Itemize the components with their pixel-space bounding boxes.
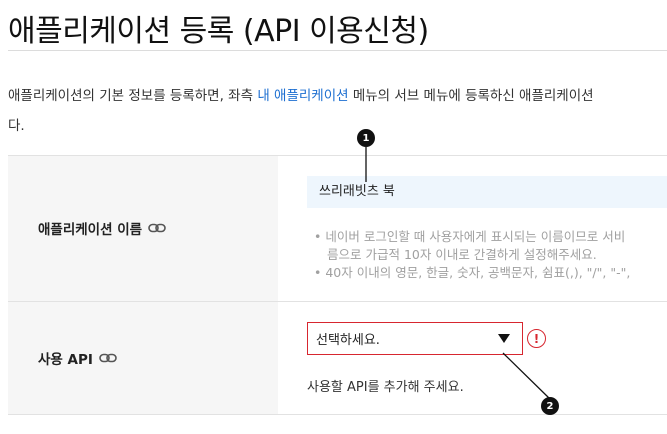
error-icon: ! <box>527 329 546 348</box>
app-name-label-text: 애플리케이션 이름 <box>38 222 143 238</box>
form-bottom-border <box>8 414 667 415</box>
callout-2-leader <box>502 352 551 400</box>
chevron-down-icon <box>498 334 510 343</box>
app-name-input[interactable] <box>307 176 667 208</box>
callout-marker: 1 <box>357 129 375 147</box>
link-icon[interactable] <box>99 352 117 364</box>
api-select-value: 선택하세요. <box>316 333 380 348</box>
description-text: 애플리케이션의 기본 정보를 등록하면, 좌측 <box>8 88 258 104</box>
description-text-2: 메뉴의 서브 메뉴에 등록하신 애플리케이션 <box>348 88 594 104</box>
page-title: 애플리케이션 등록 (API 이용신청) <box>8 14 429 49</box>
title-divider <box>8 50 667 51</box>
api-hint: 사용할 API를 추가해 주세요. <box>307 380 464 395</box>
app-name-label: 애플리케이션 이름 <box>38 218 166 238</box>
api-select[interactable]: 선택하세요. <box>307 322 523 355</box>
app-name-hint: 름으로 가급적 10자 이내로 간결하게 설정해주세요. <box>327 247 597 262</box>
app-name-hint: • 네이버 로그인할 때 사용자에게 표시되는 이름이므로 서비 <box>314 229 626 244</box>
page-description-continued: 다. <box>8 118 25 134</box>
link-icon[interactable] <box>148 222 166 234</box>
api-label: 사용 API <box>38 348 117 368</box>
my-applications-link[interactable]: 내 애플리케이션 <box>257 88 349 104</box>
api-label-cell: 사용 API <box>8 302 278 414</box>
app-name-label-cell: 애플리케이션 이름 <box>8 156 278 301</box>
api-label-text: 사용 API <box>38 352 93 368</box>
callout-marker: 2 <box>541 397 559 415</box>
row-divider <box>8 301 667 302</box>
page-description: 애플리케이션의 기본 정보를 등록하면, 좌측 내 애플리케이션 메뉴의 서브 … <box>8 84 667 104</box>
form-top-border <box>8 155 667 156</box>
app-name-hint: • 40자 이내의 영문, 한글, 숫자, 공백문자, 쉼표(,), "/", … <box>314 265 631 280</box>
